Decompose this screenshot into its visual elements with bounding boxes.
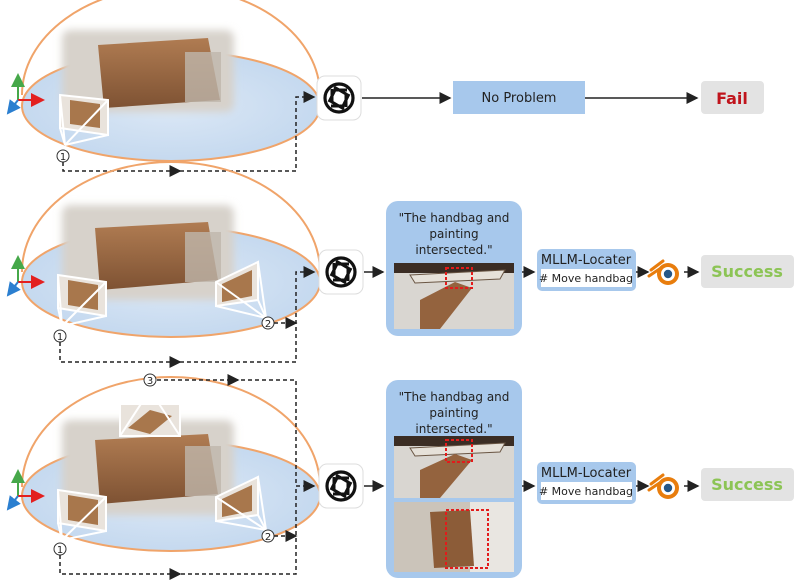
row1-view-marker-1-label: 1: [60, 152, 66, 163]
row2-camera-1: [57, 273, 107, 327]
row2-result-label: Success: [711, 262, 783, 281]
row3-quote-line-3: intersected.": [415, 422, 492, 436]
row1-result-box: [701, 81, 764, 114]
row2-openai-icon: [318, 249, 364, 295]
row1-scene: 1: [6, 0, 321, 163]
row3-crop-image-1: [394, 436, 514, 498]
row3-result-box: [701, 468, 794, 501]
row3-camera-2: [215, 475, 267, 531]
row3-scene: 3 1 2: [6, 373, 321, 556]
row2-locater-action: # Move handbag: [539, 272, 633, 285]
row3-dashed-flow-3: [157, 379, 316, 492]
row3-locater-action: # Move handbag: [539, 485, 633, 498]
row2-quote-line-1: "The handbag and: [399, 211, 510, 225]
row2-view-marker-1-label: 1: [57, 332, 63, 343]
row1-no-problem-box: [453, 81, 585, 114]
row3-view-marker-3: [143, 373, 157, 387]
row2-z-axis: [6, 281, 21, 297]
row3-quote-line-2: painting: [429, 406, 478, 420]
row1-openai-icon: [316, 75, 362, 121]
row3-openai-icon: [318, 463, 364, 509]
row3-camera-1: [57, 488, 107, 541]
row2-quote-line-2: painting: [429, 227, 478, 241]
row1-dome: [21, 0, 321, 96]
row2-blender-icon: [647, 259, 681, 287]
row1-camera-1: [59, 93, 109, 146]
row2-quote-line-3: intersected.": [415, 243, 492, 257]
row1-dashed-flow: [62, 91, 316, 172]
row2-scene: 1 2: [6, 161, 321, 343]
row3-dome: [21, 376, 321, 488]
row3-crop-image-2: [394, 502, 514, 572]
row3-intersection-highlight-1: [445, 439, 473, 463]
row3-locater-title: MLLM-Locater: [541, 466, 632, 481]
row2-locater-title: MLLM-Locater: [541, 253, 632, 268]
row1-result-label: Fail: [716, 89, 748, 108]
row3-view-marker-2-label: 2: [265, 532, 271, 543]
row3-camera-3: [119, 389, 181, 437]
row3-result-label: Success: [711, 475, 783, 494]
row2-camera-2: [215, 260, 267, 319]
row2-dome: [21, 161, 321, 273]
row3-view-marker-1-label: 1: [57, 545, 63, 556]
row1-no-problem-label: No Problem: [482, 91, 557, 106]
row2-view-marker-2-label: 2: [265, 319, 271, 330]
row3-z-axis: [6, 495, 21, 511]
row3-blender-icon: [647, 473, 681, 501]
row2-crop-image: [394, 263, 514, 329]
row2-result-box: [701, 255, 794, 288]
row1-z-axis: [6, 99, 21, 115]
row3-quote-line-1: "The handbag and: [399, 390, 510, 404]
row2-intersection-highlight: [445, 267, 473, 289]
row2-dashed-flow-1: [59, 266, 316, 363]
row3-view-marker-3-label: 3: [147, 376, 153, 387]
row3-intersection-highlight-2: [445, 509, 489, 569]
